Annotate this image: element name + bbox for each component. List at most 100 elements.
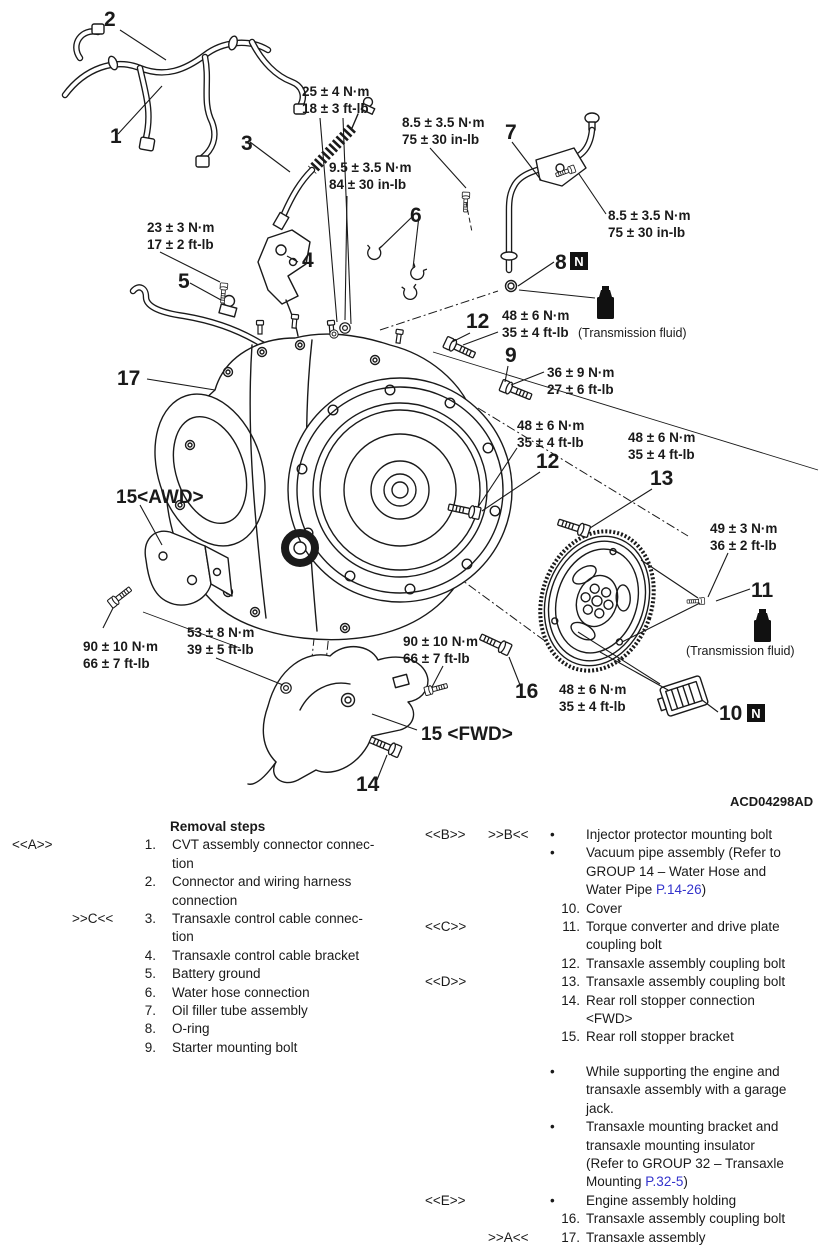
step-number: 11. [562,919,580,935]
list-item: 6. Water hose connection [12,984,410,1002]
step-text: Battery ground [172,966,261,982]
list-item: • Transaxle mounting bracket and transax… [410,1118,819,1192]
callout-9: 9 [505,344,517,367]
callout-8: 8 [555,251,567,274]
list-item: <<D>> 13. Transaxle assembly coupling bo… [410,973,819,991]
step-text: Oil filler tube assembly [172,1003,308,1019]
step-text: Rear roll stopper bracket [586,1029,734,1045]
o-ring-art [504,279,518,293]
step-number: 4. [144,947,156,963]
bullet: • [550,845,555,861]
callout-6: 6 [410,204,422,227]
step-number: 7. [144,1003,156,1019]
list-item: >>C<< 3. Transaxle control cable connec-… [12,910,410,947]
n-badge-letter: N [751,706,760,721]
list-item: • Vacuum pipe assembly (Refer to GROUP 1… [410,844,819,899]
list-item: <<B>> >>B<< • Injector protector mountin… [410,826,819,844]
list-item: 5. Battery ground [12,965,410,983]
callout-1: 1 [110,125,122,148]
step-number: 10. [561,900,580,916]
step-text: tion [172,929,194,945]
torque-36: 27 ± 6 ft-lb [547,382,614,397]
step-text: Water Pipe [586,882,657,898]
step-text: ) [701,882,707,898]
step-number: 1. [144,837,156,853]
step-text: Transaxle assembly coupling bolt [586,955,786,971]
torque-85b: 8.5 ± 3.5 N·m [608,208,690,223]
torque-90b: 66 ± 7 ft-lb [403,651,470,666]
callout-15-fwd: 15 <FWD> [421,724,513,745]
bolt-tube-icon [461,191,471,213]
parts-list-left-column: Removal steps <<A>> 1. CVT assembly conn… [0,818,410,1247]
link-p-14-26[interactable]: P.14-26 [656,882,702,898]
step-text: Mounting P.32-5) [586,1173,784,1191]
removal-steps-heading: Removal steps [170,819,266,834]
transmission-fluid-bottle-icon [754,609,771,642]
torque-95: 9.5 ± 3.5 N·m [329,160,411,175]
torque-48a: 35 ± 4 ft-lb [502,325,569,340]
list-item: 2. Connector and wiring harness connectio… [12,873,410,910]
step-marker: >>B<< [488,827,529,842]
step-text: Torque converter and drive plate [586,919,780,935]
step-text: O-ring [172,1021,210,1037]
callout-7: 7 [505,121,517,144]
drive-plate-art [538,529,656,673]
torque-25nm: 25 ± 4 N·m [302,84,369,99]
step-text: (Refer to GROUP 32 – Transaxle [586,1155,784,1171]
transmission-fluid-bottle-icon [597,286,614,319]
step-text: <FWD> [586,1011,633,1027]
torque-48b: 35 ± 4 ft-lb [517,435,584,450]
callout-14: 14 [356,773,380,796]
torque-90a: 90 ± 10 N·m [83,639,158,654]
fluid-note: (Transmission fluid) [686,644,795,658]
list-item: 7. Oil filler tube assembly [12,1002,410,1020]
step-number: 2. [144,874,156,890]
torque-48c: 48 ± 6 N·m [628,430,695,445]
step-text: connection [172,892,238,908]
torque-53: 39 ± 5 ft-lb [187,642,254,657]
step-text: transaxle mounting insulator [586,1137,755,1153]
bullet: • [550,827,555,842]
link-p-32-5[interactable]: P.32-5 [645,1174,684,1190]
part-callouts: 2 1 3 4 5 6 7 8 9 12 12 13 11 16 10 17 1… [104,8,774,796]
step-number: 5. [144,966,156,982]
callout-12: 12 [466,310,489,333]
torque-labels: 25 ± 4 N·m 18 ± 3 ft-lb 8.5 ± 3.5 N·m 75… [83,84,795,714]
hose-clamps-art [366,244,428,302]
torque-85a: 8.5 ± 3.5 N·m [402,115,484,130]
control-cable-art [272,96,376,231]
torque-53: 53 ± 8 N·m [187,625,254,640]
callout-13: 13 [650,467,673,490]
cable-bracket-art [257,229,311,337]
torque-36: 36 ± 9 N·m [547,365,614,380]
n-badge: N [747,704,765,722]
list-item: <<A>> 1. CVT assembly connector connec-t… [12,836,410,873]
step-number: 9. [144,1039,156,1055]
list-item: 9. Starter mounting bolt [12,1039,410,1057]
bullet: • [550,1192,555,1208]
figure-code: ACD04298AD [730,794,813,809]
callout-4: 4 [302,249,314,272]
step-text: CVT assembly connector connec- [172,837,375,853]
fluid-note: (Transmission fluid) [578,326,687,340]
step-text: GROUP 14 – Water Hose and [586,863,767,879]
torque-95: 84 ± 30 in-lb [329,177,406,192]
step-marker: <<A>> [12,837,53,853]
callout-15-awd: 15<AWD> [116,487,204,508]
step-text: Rear roll stopper connection [586,992,755,1008]
transaxle-art [154,313,513,641]
bolt-11-icon [686,597,706,606]
step-marker: <<B>> [425,827,466,842]
step-text: tion [172,855,194,871]
step-marker: >>C<< [72,911,114,927]
nut-icon [329,329,339,339]
callout-2: 2 [104,8,116,31]
torque-85b: 75 ± 30 in-lb [608,225,685,240]
step-number: 13. [561,974,580,990]
torque-23: 23 ± 3 N·m [147,220,214,235]
step-text: While supporting the engine and [586,1063,780,1079]
step-text: Cover [586,900,623,916]
step-text: Connector and wiring harness [172,874,352,890]
oil-filler-tube-art [500,112,600,274]
